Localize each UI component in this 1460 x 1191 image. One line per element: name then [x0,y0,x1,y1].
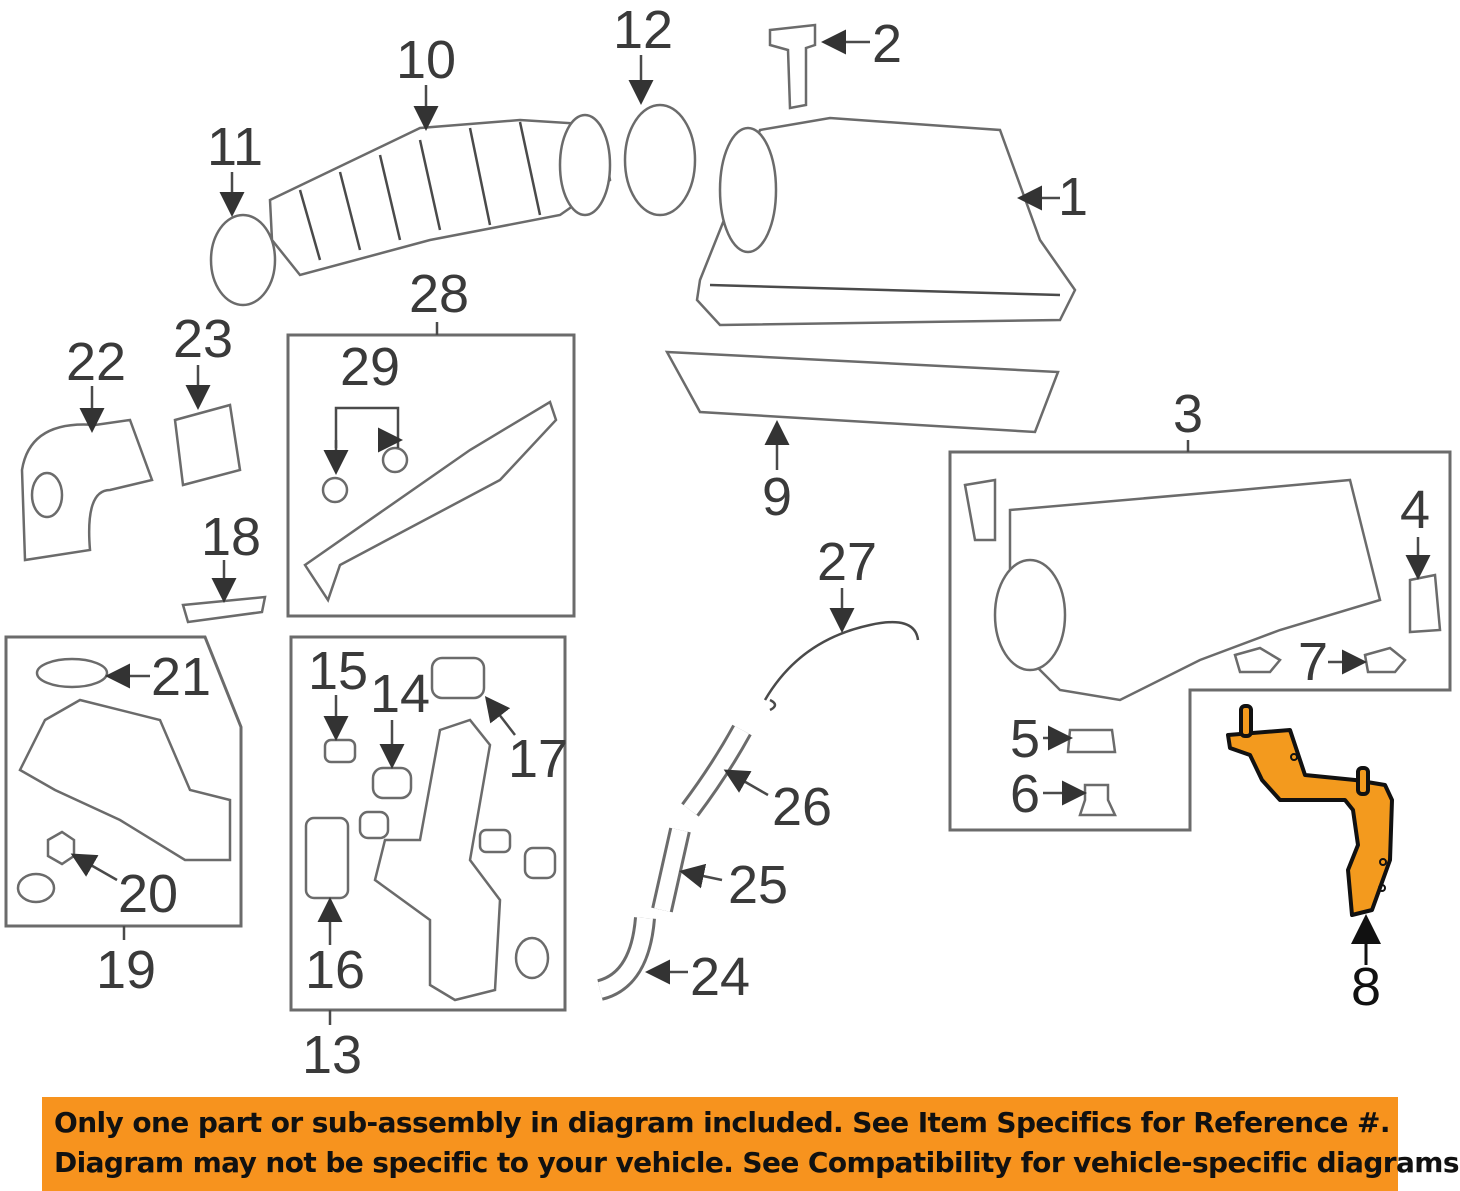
part-1-air-cleaner-cover [695,116,1077,327]
part-16-gasket [304,816,350,900]
part-27-hose [763,620,920,701]
callout-3: 3 [1173,384,1203,444]
part-13-resonator [373,718,502,1002]
part-8-bracket-highlighted [1226,704,1394,917]
callout-21: 21 [151,647,211,707]
part-14-grommet [371,766,413,800]
part-12-clamp [623,103,697,217]
callout-25: 25 [728,855,788,915]
part-9-air-filter [664,350,1060,434]
callout-24: 24 [690,947,750,1007]
callout-5: 5 [1010,709,1040,769]
part-2-sensor [768,23,817,110]
disclaimer-line-2: Diagram may not be specific to your vehi… [54,1146,1460,1179]
callout-27: 27 [817,532,877,592]
group-box-19 [4,635,243,928]
callout-13: 13 [302,1025,362,1085]
part-29-clip [321,476,349,504]
part-7-nut [1233,646,1282,674]
callout-23: 23 [173,309,233,369]
callout-10: 10 [396,30,456,90]
part-18-bracket [181,595,267,624]
part-15-bolt [323,738,357,764]
part-21-seal [35,657,109,689]
callout-4: 4 [1400,480,1430,540]
callout-17: 17 [508,729,568,789]
callout-28: 28 [409,264,469,324]
disclaimer-banner: Only one part or sub-assembly in diagram… [42,1097,1460,1191]
callout-15: 15 [308,641,368,701]
callout-14: 14 [370,664,430,724]
callout-9: 9 [762,467,792,527]
group-box-28 [286,333,576,618]
part-19-resonator [18,698,232,862]
callout-20: 20 [118,864,178,924]
part-22-elbow [20,418,154,562]
part-23-coupler [173,403,242,487]
callout-18: 18 [201,507,261,567]
callout-7: 7 [1298,632,1328,692]
part-17-cap [430,656,486,700]
callout-19: 19 [96,940,156,1000]
part-7-nut [1363,646,1407,674]
callout-26: 26 [772,777,832,837]
part-5-grommet [1066,728,1117,754]
part-20-nut [46,830,76,866]
callout-12: 12 [613,0,673,60]
part-28-duct [303,400,558,603]
part-11-clamp [209,213,277,307]
group-box-13 [289,635,567,1012]
part-10-intake-hose [268,113,612,277]
callout-16: 16 [305,940,365,1000]
callout-2: 2 [872,14,902,74]
disclaimer-line-1: Only one part or sub-assembly in diagram… [54,1106,1390,1139]
part-4-clip [1408,573,1442,634]
callout-8: 8 [1351,957,1381,1017]
group-box-3 [948,450,1452,832]
callout-29: 29 [340,337,400,397]
part-6-insulator [1078,783,1117,817]
part-3-air-cleaner-lower [963,478,1382,702]
leader-arrows [70,29,1431,985]
callout-1: 1 [1058,167,1088,227]
callout-6: 6 [1010,764,1040,824]
part-29-clip [381,446,409,474]
callout-11: 11 [207,117,263,177]
callout-22: 22 [66,332,126,392]
